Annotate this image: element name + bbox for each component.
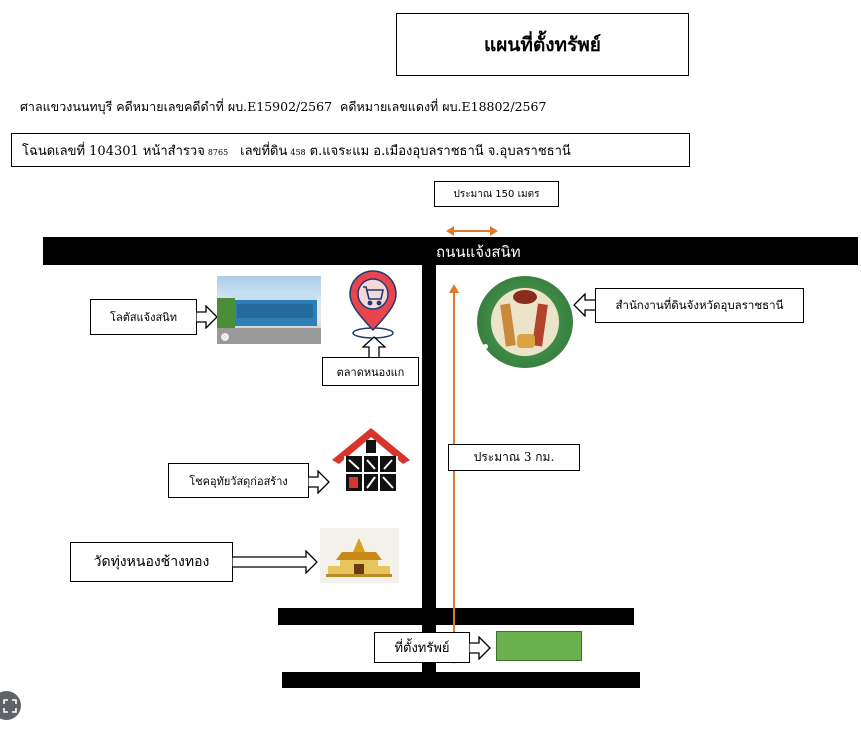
arrow-right-icon xyxy=(196,305,218,329)
deed-survey-no: 8765 xyxy=(207,147,229,157)
property-parcel xyxy=(496,631,582,661)
arrow-right-icon xyxy=(469,636,491,660)
cross-road-lower xyxy=(282,672,640,688)
arrow-right-icon xyxy=(308,470,330,494)
distance-vertical-label: ประมาณ 3 กม. xyxy=(448,444,580,471)
property-text: ที่ตั้งทรัพย์ xyxy=(394,641,450,656)
land-office-label: สำนักงานที่ดินจังหวัดอุบลราชธานี xyxy=(595,288,804,323)
deed-land-no: 458 xyxy=(290,147,306,157)
case-line: ศาลแขวงนนทบุรี คดีหมายเลขคดีดำที่ ผบ.E15… xyxy=(20,99,547,114)
temple-label: วัดทุ่งหนองช้างทอง xyxy=(70,542,233,582)
deed-prefix: โฉนดเลขที่ 104301 หน้าสำรวจ xyxy=(22,143,205,159)
distance-top-label: ประมาณ 150 เมตร xyxy=(434,181,559,207)
temple-image xyxy=(320,528,399,583)
property-label: ที่ตั้งทรัพย์ xyxy=(374,632,470,663)
distance-top-arrow xyxy=(446,226,498,236)
hardware-label: โชคอุทัยวัสดุก่อสร้าง xyxy=(168,463,309,498)
temple-icon xyxy=(326,538,392,577)
distance-top-text: ประมาณ 150 เมตร xyxy=(453,188,540,200)
lotus-text: โลตัสแจ้งสนิท xyxy=(110,311,177,324)
market-label: ตลาดหนองแก xyxy=(322,357,419,386)
deed-box: โฉนดเลขที่ 104301 หน้าสำรวจ 8765 เลขที่ด… xyxy=(11,133,690,167)
hardware-text: โชคอุทัยวัสดุก่อสร้าง xyxy=(189,474,288,488)
market-text: ตลาดหนองแก xyxy=(336,365,405,379)
deed-suffix: ต.แจระแม อ.เมืองอุบลราชธานี จ.อุบลราชธาน… xyxy=(309,143,571,159)
side-road xyxy=(422,262,436,688)
deed-mid: เลขที่ดิน xyxy=(240,143,288,159)
map-title: แผนที่ตั้งทรัพย์ xyxy=(396,13,689,76)
fullscreen-icon xyxy=(2,698,17,713)
land-office-text: สำนักงานที่ดินจังหวัดอุบลราชธานี xyxy=(615,297,784,312)
location-pin-icon xyxy=(349,270,397,339)
cross-road-upper xyxy=(278,608,634,625)
seal-icon xyxy=(477,276,573,368)
lotus-store-image xyxy=(217,276,321,344)
temple-text: วัดทุ่งหนองช้างทอง xyxy=(93,554,210,570)
distance-vertical-text: ประมาณ 3 กม. xyxy=(473,450,555,464)
road-name: ถนนแจ้งสนิท xyxy=(436,243,521,261)
fullscreen-button[interactable] xyxy=(0,691,21,720)
main-road xyxy=(43,237,858,265)
arrow-left-icon xyxy=(573,293,597,317)
house-tools-icon xyxy=(332,428,410,492)
arrow-right-long-icon xyxy=(232,550,318,574)
lotus-label: โลตัสแจ้งสนิท xyxy=(90,299,197,335)
shopping-cart-icon xyxy=(363,286,384,306)
distance-vertical-arrow xyxy=(449,284,459,664)
map-title-text: แผนที่ตั้งทรัพย์ xyxy=(484,33,601,56)
